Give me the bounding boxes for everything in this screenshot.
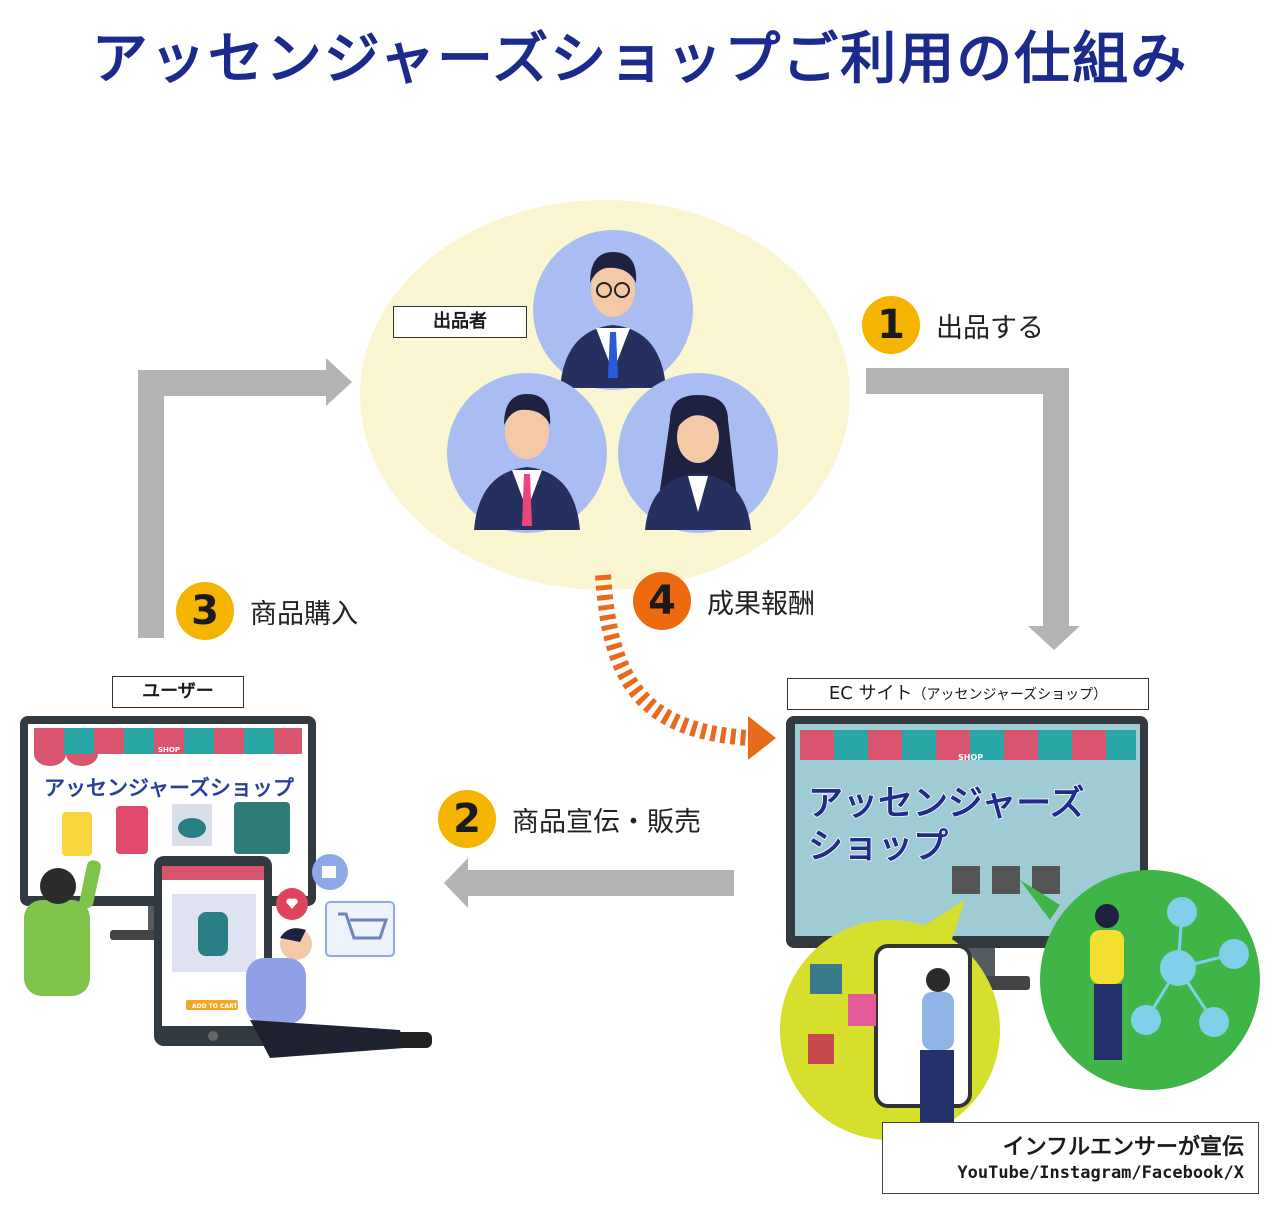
influencer-green-circle (1020, 870, 1260, 1090)
step-1: 1 出品する (862, 296, 1044, 354)
user-label: ユーザー (112, 676, 244, 708)
step-2-text: 商品宣伝・販売 (512, 806, 701, 838)
sellers-label: 出品者 (393, 306, 527, 338)
influencer-caption: インフルエンサーが宣伝 YouTube/Instagram/Facebook/X (882, 1122, 1259, 1194)
step-2-badge: 2 (438, 790, 496, 848)
user-awning (34, 728, 302, 766)
step-3: 3 商品購入 (176, 582, 358, 640)
tablet-icon (154, 856, 272, 1046)
seller-avatar-glasses-icon (533, 230, 693, 390)
ec-site-label-main: EC サイト (828, 683, 913, 704)
like-bubble-icon (312, 854, 348, 890)
ec-site-label: EC サイト（アッセンジャーズショップ） (787, 678, 1149, 710)
step-3-text: 商品購入 (250, 598, 358, 630)
seller-avatar-woman-icon (618, 373, 778, 533)
seller-avatar-man-icon (447, 373, 607, 533)
step-4: 4 成果報酬 (633, 572, 815, 630)
ec-awning (800, 730, 1136, 760)
arrow-step4 (595, 574, 776, 760)
cart-bubble-icon (325, 901, 395, 957)
influencer-caption-platforms: YouTube/Instagram/Facebook/X (957, 1163, 1244, 1183)
step-4-text: 成果報酬 (707, 588, 815, 620)
ec-shop-name-line2: ショップ (808, 827, 948, 867)
man-sitting-icon (246, 928, 432, 1058)
heart-bubble-icon (276, 888, 308, 920)
step-3-badge: 3 (176, 582, 234, 640)
step-1-badge: 1 (862, 296, 920, 354)
arrow-step1 (866, 368, 1080, 650)
arrow-step2 (444, 858, 734, 908)
shop-badge-user: SHOP (158, 746, 180, 754)
shop-badge-ec: SHOP (958, 753, 983, 762)
step-4-badge: 4 (633, 572, 691, 630)
woman-pointing-icon (24, 860, 101, 996)
influencer-yellow-circle (780, 900, 1000, 1140)
influencer-caption-title: インフルエンサーが宣伝 (1002, 1135, 1244, 1160)
arrow-step3 (138, 358, 352, 638)
ec-site-label-sub: （アッセンジャーズショップ） (912, 687, 1108, 703)
ec-shop-name-line1: アッセンジャーズ (808, 783, 1085, 824)
add-to-cart-label: ADD TO CART (192, 1003, 238, 1010)
page-title: アッセンジャーズショップご利用の仕組み (91, 27, 1189, 92)
step-1-text: 出品する (936, 312, 1044, 344)
user-shop-name: アッセンジャーズショップ (44, 776, 295, 800)
step-2: 2 商品宣伝・販売 (438, 790, 701, 848)
